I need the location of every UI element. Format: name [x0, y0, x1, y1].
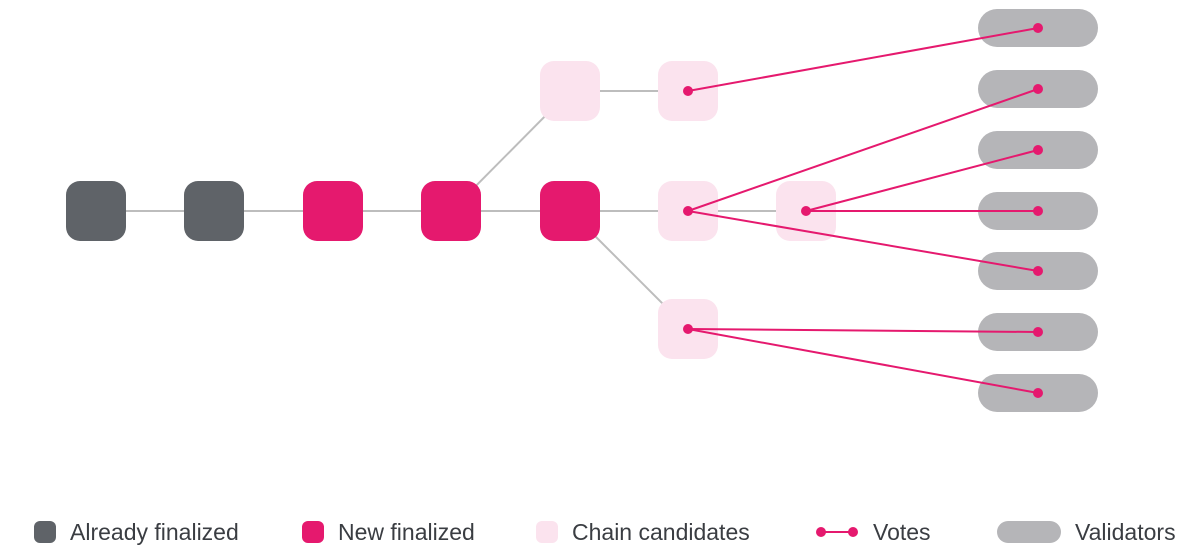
legend-label-votes: Votes — [873, 518, 931, 545]
vote-dot — [801, 206, 811, 216]
legend-item-new-finalized: New finalized — [302, 512, 475, 552]
vote-dot — [1033, 23, 1043, 33]
vote-line — [687, 328, 1039, 333]
legend-item-already-finalized: Already finalized — [34, 512, 239, 552]
block-new-finalized — [421, 181, 481, 241]
legend-swatch-already-finalized — [34, 521, 56, 543]
block-already-finalized — [184, 181, 244, 241]
block-already-finalized — [66, 181, 126, 241]
block-new-finalized — [303, 181, 363, 241]
legend-item-validators: Validators — [997, 512, 1176, 552]
block-new-finalized — [540, 181, 600, 241]
legend-swatch-votes — [816, 527, 858, 537]
legend-item-chain-candidates: Chain candidates — [536, 512, 750, 552]
vote-dot — [1033, 327, 1043, 337]
vote-dot — [1033, 206, 1043, 216]
legend-swatch-new-finalized — [302, 521, 324, 543]
legend-label-validators: Validators — [1075, 518, 1176, 545]
vote-dot — [683, 86, 693, 96]
legend-item-votes: Votes — [815, 512, 931, 552]
vote-line — [687, 210, 1039, 272]
vote-line — [687, 27, 1039, 92]
legend-swatch-validators — [997, 521, 1061, 543]
legend: Already finalized New finalized Chain ca… — [0, 512, 1203, 552]
block-chain-candidate — [540, 61, 600, 121]
chain-blocks — [66, 61, 836, 359]
vote-dot — [1033, 388, 1043, 398]
vote-dot — [1033, 266, 1043, 276]
vote-line — [687, 328, 1039, 394]
legend-label-already-finalized: Already finalized — [70, 518, 239, 545]
vote-line — [805, 149, 1039, 212]
vote-dot — [1033, 84, 1043, 94]
vote-dot — [1033, 145, 1043, 155]
legend-label-new-finalized: New finalized — [338, 518, 475, 545]
legend-label-chain-candidates: Chain candidates — [572, 518, 750, 545]
legend-swatch-chain-candidates — [536, 521, 558, 543]
vote-dot — [683, 206, 693, 216]
chain-diagram — [66, 9, 1098, 412]
vote-line — [687, 88, 1039, 212]
vote-dot — [683, 324, 693, 334]
votes — [683, 23, 1043, 398]
